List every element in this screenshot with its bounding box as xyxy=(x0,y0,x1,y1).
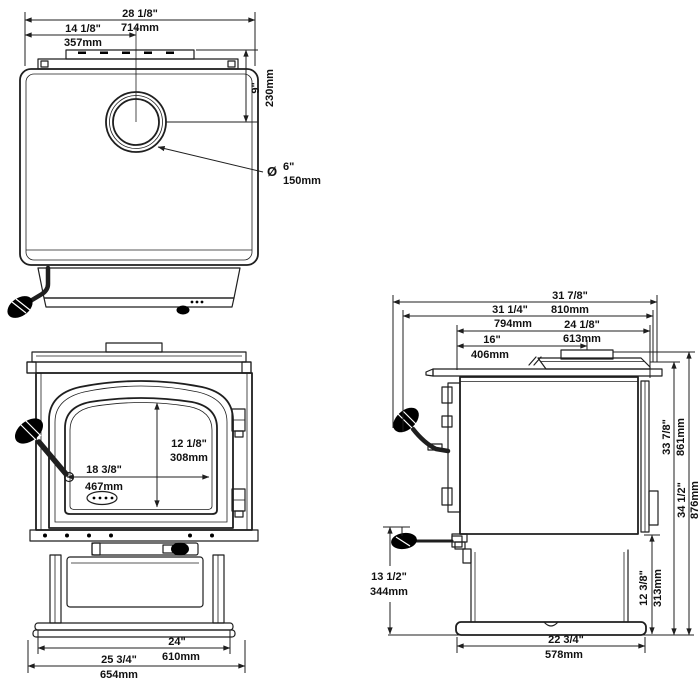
dim-label-mm: 876mm xyxy=(689,481,700,519)
door-handle-side xyxy=(393,407,451,454)
dim-side-flue-from-front: 16" 406mm xyxy=(456,334,588,361)
stove-top-inner-line xyxy=(25,73,253,261)
dim-label-inches: 24 1/8" xyxy=(564,319,600,331)
dim-label-mm: 794mm xyxy=(494,318,532,330)
dim-label-inches: 16" xyxy=(483,334,500,346)
base-plate-upper xyxy=(34,622,234,631)
dim-side-body-depth: 24 1/8" 613mm xyxy=(456,319,651,345)
dim-label-mm: 467mm xyxy=(85,481,123,493)
top-plate-lower xyxy=(26,361,252,374)
base-plate-lower xyxy=(32,629,236,638)
dim-label-mm: 344mm xyxy=(370,586,408,598)
dim-side-base-depth: 22 3/4" 578mm xyxy=(456,634,646,661)
dim-label-inches: 31 1/4" xyxy=(492,304,528,316)
dim-label-mm: 714mm xyxy=(121,22,159,34)
dim-top-flue-from-rear: 9" 230mm xyxy=(166,49,276,123)
dim-label-inches: 13 1/2" xyxy=(371,571,407,583)
dim-side-height-to-top: 33 7/8" 861mm xyxy=(650,361,687,636)
door-handle-top xyxy=(7,265,51,318)
dim-label-inches: 12 3/8" xyxy=(638,570,650,606)
dim-top-flue-offset: 14 1/8" 357mm xyxy=(24,23,137,122)
rear-heat-shield xyxy=(640,380,659,533)
dim-top-overall-width: 28 1/8" 714mm xyxy=(24,8,256,66)
dim-front-base-width: 24" 610mm xyxy=(37,630,231,663)
damper-knob xyxy=(176,305,190,315)
dim-label-mm: 861mm xyxy=(675,418,687,456)
dim-label-mm: 230mm xyxy=(264,69,276,107)
dim-side-handle-height: 13 1/2" 344mm xyxy=(370,526,410,635)
top-plate-side xyxy=(425,356,663,377)
dim-label-mm: 810mm xyxy=(551,304,589,316)
dim-label-inches: 18 3/8" xyxy=(86,464,122,476)
front-face-top-projection xyxy=(37,267,241,299)
ash-handle-side xyxy=(391,532,463,550)
dim-side-depth-to-ash-lip: 31 1/4" 794mm xyxy=(402,304,654,330)
dim-label-mm: 613mm xyxy=(563,333,601,345)
rear-shield-strip xyxy=(37,58,239,70)
door-handle-front xyxy=(14,418,75,483)
dim-label-inches: 33 7/8" xyxy=(661,419,673,455)
dim-label-inches: 6" xyxy=(283,161,294,173)
diameter-symbol: Ø xyxy=(267,164,277,179)
dim-label-inches: 24" xyxy=(168,636,185,648)
pedestal-panel xyxy=(66,556,204,608)
dim-label-inches: 22 3/4" xyxy=(548,634,584,646)
dim-label-mm: 406mm xyxy=(471,349,509,361)
top-plate-upper xyxy=(31,351,247,363)
brand-badge xyxy=(86,490,118,506)
dim-side-pedestal-height: 12 3/8" 313mm xyxy=(638,534,664,635)
dim-label-inches: 9" xyxy=(250,82,262,93)
stove-top-outline xyxy=(19,68,259,266)
dim-label-inches: 31 7/8" xyxy=(552,290,588,302)
dim-side-overall-height: 34 1/2" 876mm xyxy=(613,351,700,636)
dim-label-inches: 28 1/8" xyxy=(122,8,158,20)
dim-label-mm: 654mm xyxy=(100,669,138,681)
dim-front-overall-width: 25 3/4" 654mm xyxy=(27,640,246,681)
latch-bar xyxy=(91,542,199,556)
pedestal-front xyxy=(32,554,236,638)
ash-lip xyxy=(29,529,259,542)
dim-label-inches: 34 1/2" xyxy=(676,482,688,518)
door-glass xyxy=(64,397,218,515)
stove-body-side xyxy=(459,376,639,535)
rear-shield-endcap-left xyxy=(40,60,49,68)
dim-side-overall-depth: 31 7/8" 810mm xyxy=(392,290,658,316)
rear-trim-ticks xyxy=(78,51,174,54)
front-view: 12 1/8" 308mm 18 3/8" 467mm 24" 610mm 25… xyxy=(14,342,259,681)
door-frame xyxy=(48,380,234,529)
dim-label-mm: 610mm xyxy=(162,651,200,663)
dim-label-mm: 308mm xyxy=(170,452,208,464)
front-lip-top-projection xyxy=(43,297,235,308)
door-hinges xyxy=(231,408,246,518)
dim-label-inches: 14 1/8" xyxy=(65,23,101,35)
dim-flue-diameter: Ø 6" 150mm xyxy=(157,145,321,187)
dim-label-mm: 357mm xyxy=(64,37,102,49)
dim-label-inches: 25 3/4" xyxy=(101,654,137,666)
dim-glass-width: 18 3/8" 467mm xyxy=(66,464,210,493)
front-face-dots xyxy=(190,300,204,304)
rear-trim-strip xyxy=(65,49,195,60)
dim-label-mm: 578mm xyxy=(545,649,583,661)
dim-label-mm: 150mm xyxy=(283,175,321,187)
top-view: 28 1/8" 714mm 14 1/8" 357mm 9" 230mm Ø 6… xyxy=(7,8,321,318)
dim-label-inches: 12 1/8" xyxy=(171,438,207,450)
side-view: 31 7/8" 810mm 31 1/4" 794mm 24 1/8" 613m… xyxy=(370,290,700,661)
dim-label-mm: 313mm xyxy=(652,569,664,607)
flue-adapter-front xyxy=(105,342,163,353)
stove-body-front xyxy=(35,372,253,531)
rear-shield-endcap-right xyxy=(227,60,236,68)
dim-glass-height: 12 1/8" 308mm xyxy=(154,402,208,508)
pedestal-side xyxy=(388,549,694,636)
